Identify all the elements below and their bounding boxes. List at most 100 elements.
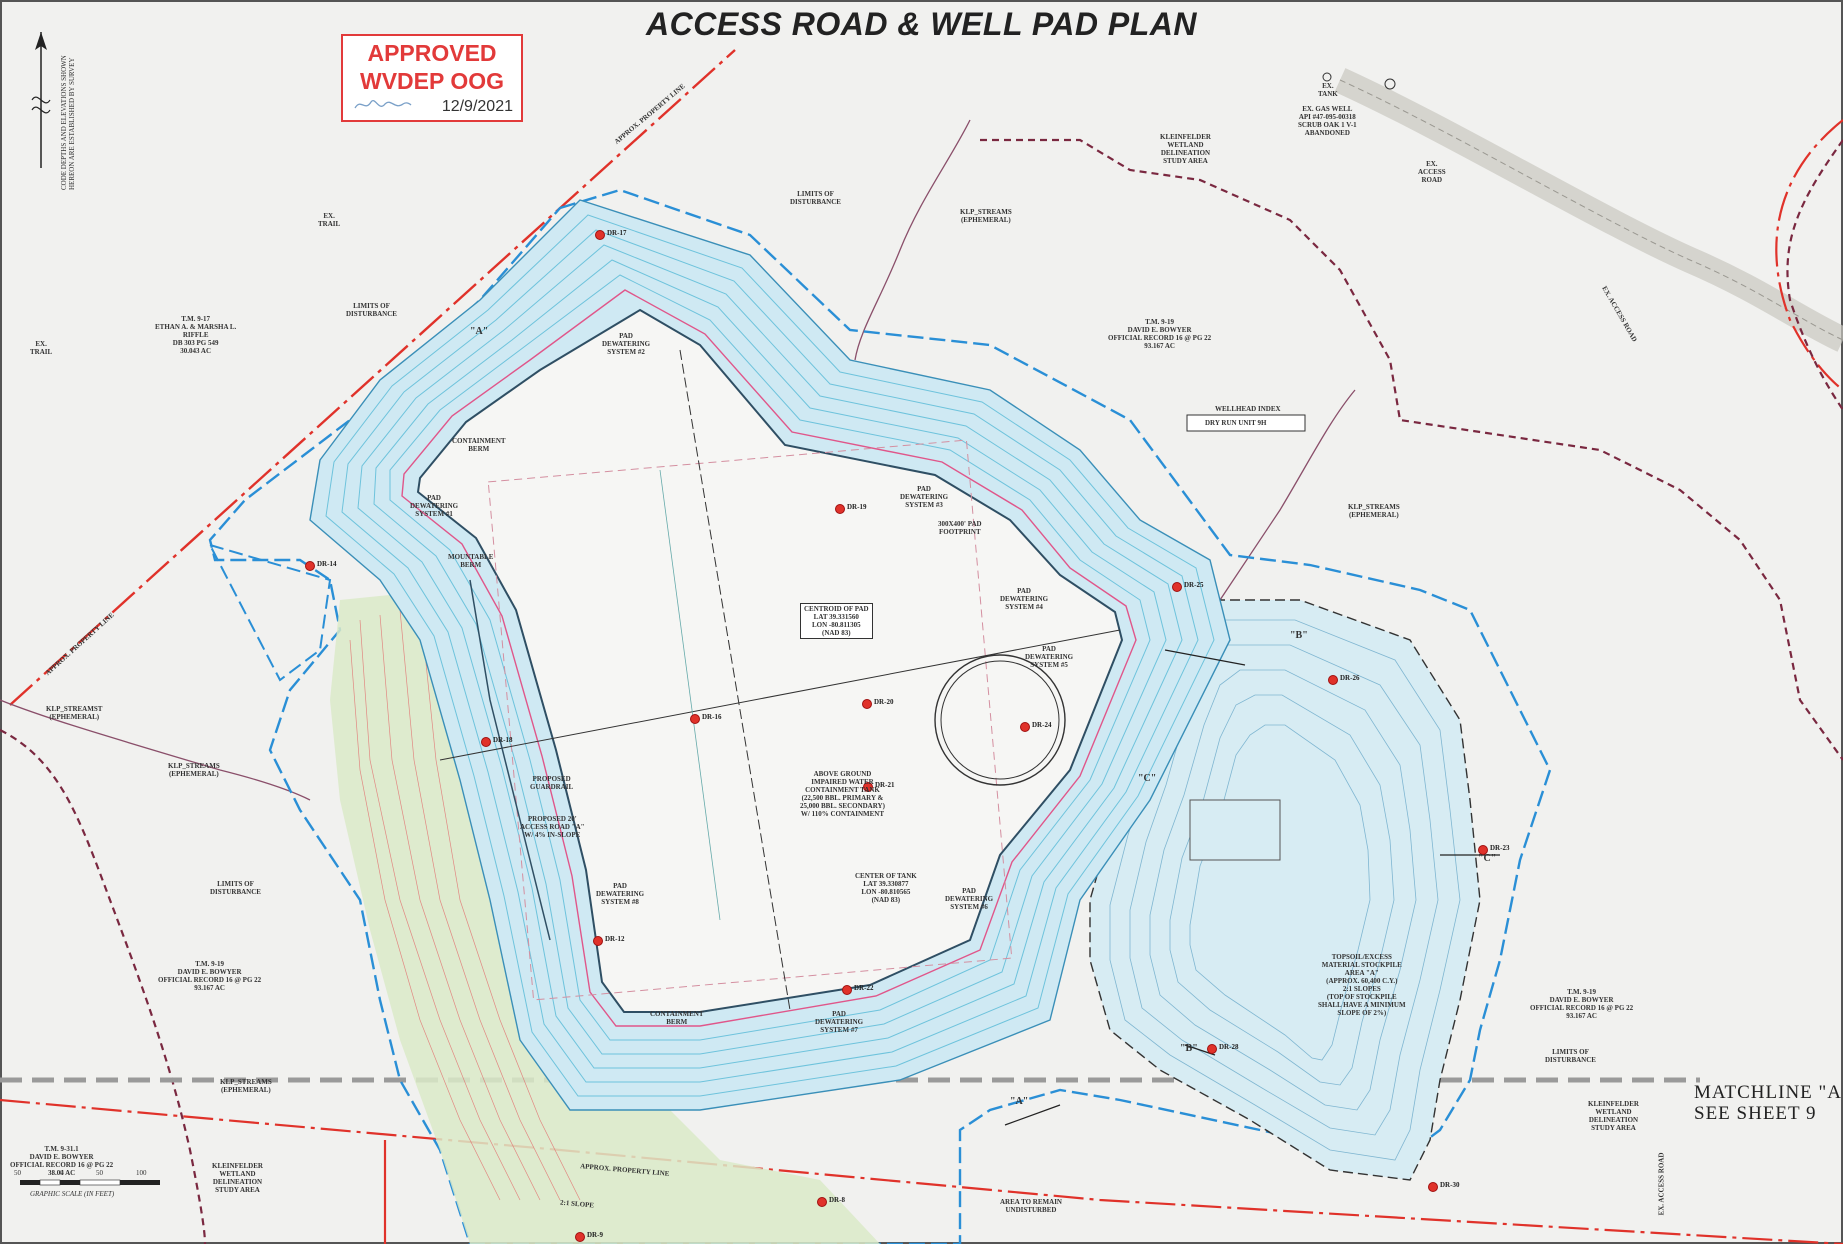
stream-top <box>854 119 971 361</box>
drain-point: DR-16 <box>690 712 750 726</box>
drain-point-icon <box>690 714 700 724</box>
stamp-date: 12/9/2021 <box>441 98 513 115</box>
property-line-diagonal <box>9 49 736 706</box>
drain-point-label: DR-14 <box>317 560 337 568</box>
existing-well-icon <box>1384 78 1396 90</box>
label-tm-9-19-left: T.M. 9-19 DAVID E. BOWYER OFFICIAL RECOR… <box>158 960 262 992</box>
drain-point-label: DR-30 <box>1440 1181 1460 1189</box>
label-containment-berm-top: CONTAINMENT BERM <box>452 437 506 453</box>
drain-point-label: DR-21 <box>875 781 895 789</box>
label-lod-lower-left: LIMITS OF DISTURBANCE <box>210 880 261 896</box>
stream-right <box>1219 389 1356 601</box>
scale-tick-50: 50 <box>96 1169 103 1177</box>
matchline-label: MATCHLINE "A" <box>1694 1082 1843 1103</box>
drain-point-label: DR-12 <box>605 935 625 943</box>
drain-point-label: DR-8 <box>829 1196 845 1204</box>
drain-point: DR-22 <box>842 983 902 997</box>
label-containment-berm-bottom: CONTAINMENT BERM <box>650 1010 704 1026</box>
drain-point-icon <box>862 699 872 709</box>
drain-point-icon <box>481 737 491 747</box>
section-c2-label: "C" <box>1478 853 1497 864</box>
drain-point-icon <box>842 985 852 995</box>
property-line-right <box>1775 119 1843 391</box>
drain-point: DR-18 <box>481 735 541 749</box>
drain-point: DR-30 <box>1428 1180 1488 1194</box>
lod-inner-box <box>208 543 332 682</box>
drain-point-label: DR-24 <box>1032 721 1052 729</box>
label-klp-streams-bottom: KLP_STREAMS (EPHEMERAL) <box>220 1078 272 1094</box>
label-tm-9-19-top: T.M. 9-19 DAVID E. BOWYER OFFICIAL RECOR… <box>1108 318 1212 350</box>
drain-point-icon <box>1020 722 1030 732</box>
label-ex-access-road-top: EX. ACCESS ROAD <box>1418 160 1446 184</box>
drain-point: DR-17 <box>595 228 655 242</box>
north-arrow-icon <box>31 32 51 168</box>
drain-point: DR-26 <box>1328 673 1388 687</box>
drain-point: DR-25 <box>1172 580 1232 594</box>
label-center-of-tank: CENTER OF TANK LAT 39.330877 LON -80.810… <box>855 872 917 904</box>
signature-scribble <box>354 100 412 109</box>
stream-left <box>0 699 311 801</box>
drain-point: DR-24 <box>1020 720 1080 734</box>
drain-point-icon <box>863 782 873 792</box>
drain-point: DR-14 <box>305 559 365 573</box>
drain-point-label: DR-18 <box>493 736 513 744</box>
pad-slope-contours <box>325 214 1215 1097</box>
drain-point: DR-23 <box>1478 843 1538 857</box>
label-mountable-berm: MOUNTABLE BERM <box>448 553 494 569</box>
drain-point-icon <box>1328 675 1338 685</box>
label-wellhead-index: WELLHEAD INDEX <box>1215 405 1281 413</box>
drain-point-icon <box>835 504 845 514</box>
label-klp-streams-ephemeral: KLP_STREAMST (EPHEMERAL) <box>46 705 103 721</box>
label-stockpile-area: TOPSOIL/EXCESS MATERIAL STOCKPILE AREA "… <box>1318 953 1406 1017</box>
drain-point: DR-9 <box>575 1230 635 1244</box>
pad-centerline-2 <box>439 629 1121 761</box>
drain-point: DR-20 <box>862 697 922 711</box>
drain-point-label: DR-28 <box>1219 1043 1239 1051</box>
plan-title: ACCESS ROAD & WELL PAD PLAN <box>646 6 1197 42</box>
drain-point-label: DR-17 <box>607 229 627 237</box>
drain-point-icon <box>575 1232 585 1242</box>
drain-point-icon <box>1207 1044 1217 1054</box>
scale-tick-0: 0 <box>60 1169 64 1177</box>
label-pad-dewatering-6: PAD DEWATERING SYSTEM #6 <box>945 887 994 911</box>
scale-tick-50-left: 50 <box>14 1169 21 1177</box>
road-centerline <box>469 579 551 941</box>
survey-note: CODE DEPTHS AND ELEVATIONS SHOWN HEREON … <box>60 55 76 190</box>
drain-point: DR-21 <box>863 780 923 794</box>
pad-grading-line <box>401 289 1137 1027</box>
drain-point-label: DR-9 <box>587 1231 603 1239</box>
label-kleinfelder-top: KLEINFELDER WETLAND DELINEATION STUDY AR… <box>1160 133 1211 165</box>
tank-inner <box>940 660 1060 780</box>
drain-point-icon <box>305 561 315 571</box>
pad-guide-line <box>659 469 721 921</box>
drain-point: DR-28 <box>1207 1042 1267 1056</box>
label-pad-dewatering-3: PAD DEWATERING SYSTEM #3 <box>900 485 949 509</box>
section-b2-label: "B" <box>1290 630 1308 641</box>
label-pad-dewatering-2: PAD DEWATERING SYSTEM #2 <box>602 332 651 356</box>
graphic-scale <box>20 1179 160 1186</box>
label-klp-streams-left: KLP_STREAMS (EPHEMERAL) <box>168 762 220 778</box>
road-contours <box>349 604 581 1201</box>
label-tank-description: ABOVE GROUND IMPAIRED WATER CONTAINMENT … <box>800 770 885 818</box>
section-c-label: "C" <box>1138 773 1157 784</box>
drain-point-icon <box>1478 845 1488 855</box>
label-klp-streams-right: KLP_STREAMS (EPHEMERAL) <box>1348 503 1400 519</box>
wetland-boundary <box>980 138 1843 761</box>
label-kleinfelder-right: KLEINFELDER WETLAND DELINEATION STUDY AR… <box>1588 1100 1639 1132</box>
drain-point-icon <box>595 230 605 240</box>
tank-outer <box>934 654 1066 786</box>
scale-tick-100: 100 <box>136 1169 147 1177</box>
label-ex-trail-left: EX. TRAIL <box>30 340 53 356</box>
label-proposed-access-road: PROPOSED 20' ACCESS ROAD "A" W/ 4% IN-SL… <box>520 815 585 839</box>
label-ex-gas-well: EX. GAS WELL API #47-095-00318 SCRUB OAK… <box>1298 105 1357 137</box>
stamp-approved: APPROVED <box>367 40 497 66</box>
existing-tank-icon <box>1322 72 1332 82</box>
drain-point-label: DR-22 <box>854 984 874 992</box>
label-pad-dewatering-8: PAD DEWATERING SYSTEM #8 <box>596 882 645 906</box>
stockpile-peak <box>1189 799 1281 861</box>
label-kleinfelder-bottom: KLEINFELDER WETLAND DELINEATION STUDY AR… <box>212 1162 263 1194</box>
graphic-scale-label: GRAPHIC SCALE (IN FEET) <box>30 1190 115 1198</box>
label-pad-footprint: 300X400' PAD FOOTPRINT <box>938 520 982 536</box>
pad-footprint <box>487 439 1013 1001</box>
pad-surface <box>416 308 1124 1013</box>
